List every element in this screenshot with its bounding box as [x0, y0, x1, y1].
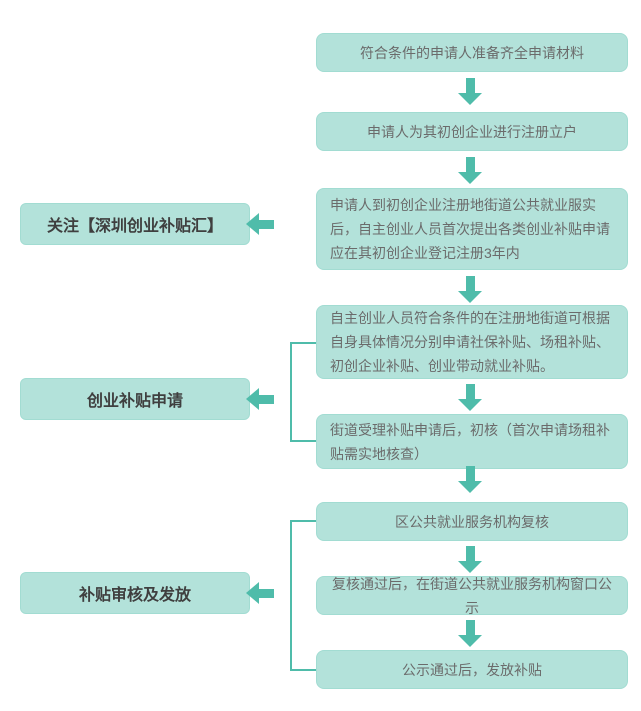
bracket-line	[290, 440, 316, 442]
down-arrow-icon	[458, 78, 482, 105]
down-arrow-icon	[458, 157, 482, 184]
bracket-line	[290, 342, 316, 344]
flow-step-3: 申请人到初创企业注册地街道公共就业服实后，自主创业人员首次提出各类创业补贴申请应…	[316, 188, 628, 270]
down-arrow-icon	[458, 276, 482, 303]
bracket-line	[290, 520, 316, 522]
flow-step-5: 街道受理补贴申请后，初核（首次申请场租补贴需实地核查）	[316, 414, 628, 469]
flow-step-8: 公示通过后，发放补贴	[316, 650, 628, 689]
bracket-line	[290, 520, 292, 671]
side-label-apply: 创业补贴申请	[20, 378, 250, 420]
down-arrow-icon	[458, 466, 482, 493]
down-arrow-icon	[458, 546, 482, 573]
side-label-follow: 关注【深圳创业补贴汇】	[20, 203, 250, 245]
flow-step-6: 区公共就业服务机构复核	[316, 502, 628, 541]
side-label-review: 补贴审核及发放	[20, 572, 250, 614]
flow-step-7: 复核通过后，在街道公共就业服务机构窗口公示	[316, 576, 628, 616]
down-arrow-icon	[458, 620, 482, 647]
left-arrow-icon	[246, 582, 274, 604]
bracket-line	[290, 669, 316, 671]
down-arrow-icon	[458, 384, 482, 411]
flow-step-4: 自主创业人员符合条件的在注册地街道可根据自身具体情况分别申请社保补贴、场租补贴、…	[316, 305, 628, 379]
left-arrow-icon	[246, 213, 274, 235]
flow-step-2: 申请人为其初创企业进行注册立户	[316, 112, 628, 151]
left-arrow-icon	[246, 388, 274, 410]
bracket-line	[290, 342, 292, 442]
flow-step-1: 符合条件的申请人准备齐全申请材料	[316, 33, 628, 72]
